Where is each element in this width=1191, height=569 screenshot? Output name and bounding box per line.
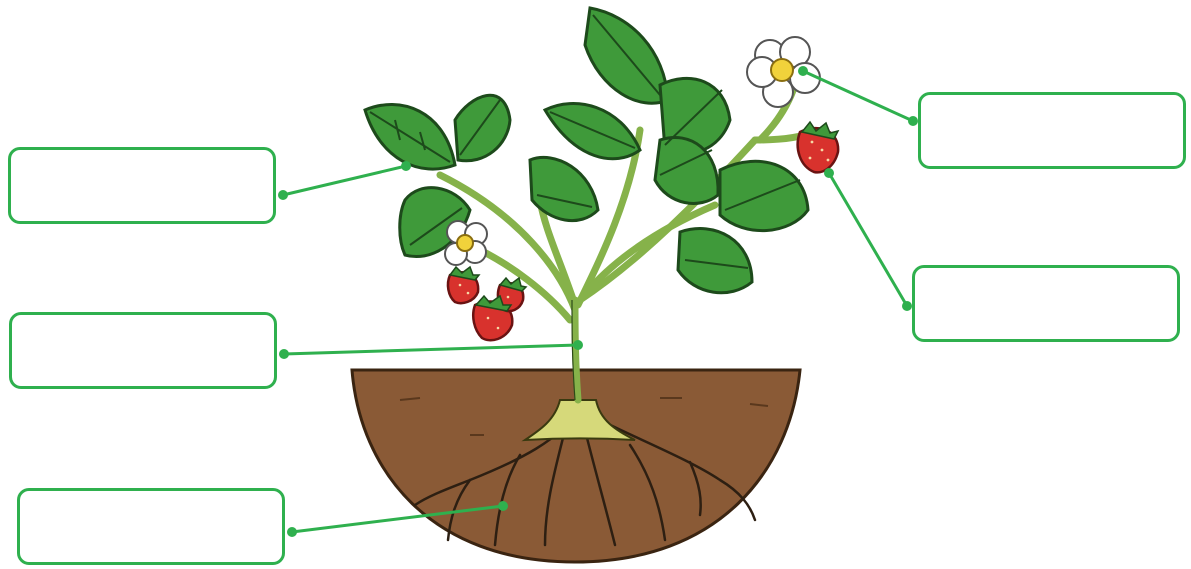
label-box-flower[interactable] [918,92,1186,169]
flower-lower [445,221,487,265]
leader-line-leaf [283,166,406,195]
label-box-fruit[interactable] [912,265,1180,342]
leader-line-flower [803,71,913,121]
leader-line-stem [284,345,578,354]
flower-top [747,37,820,107]
leader-line-fruit [829,173,907,306]
label-box-stem[interactable] [9,312,277,389]
label-box-leaf[interactable] [8,147,276,224]
label-box-root[interactable] [17,488,285,565]
